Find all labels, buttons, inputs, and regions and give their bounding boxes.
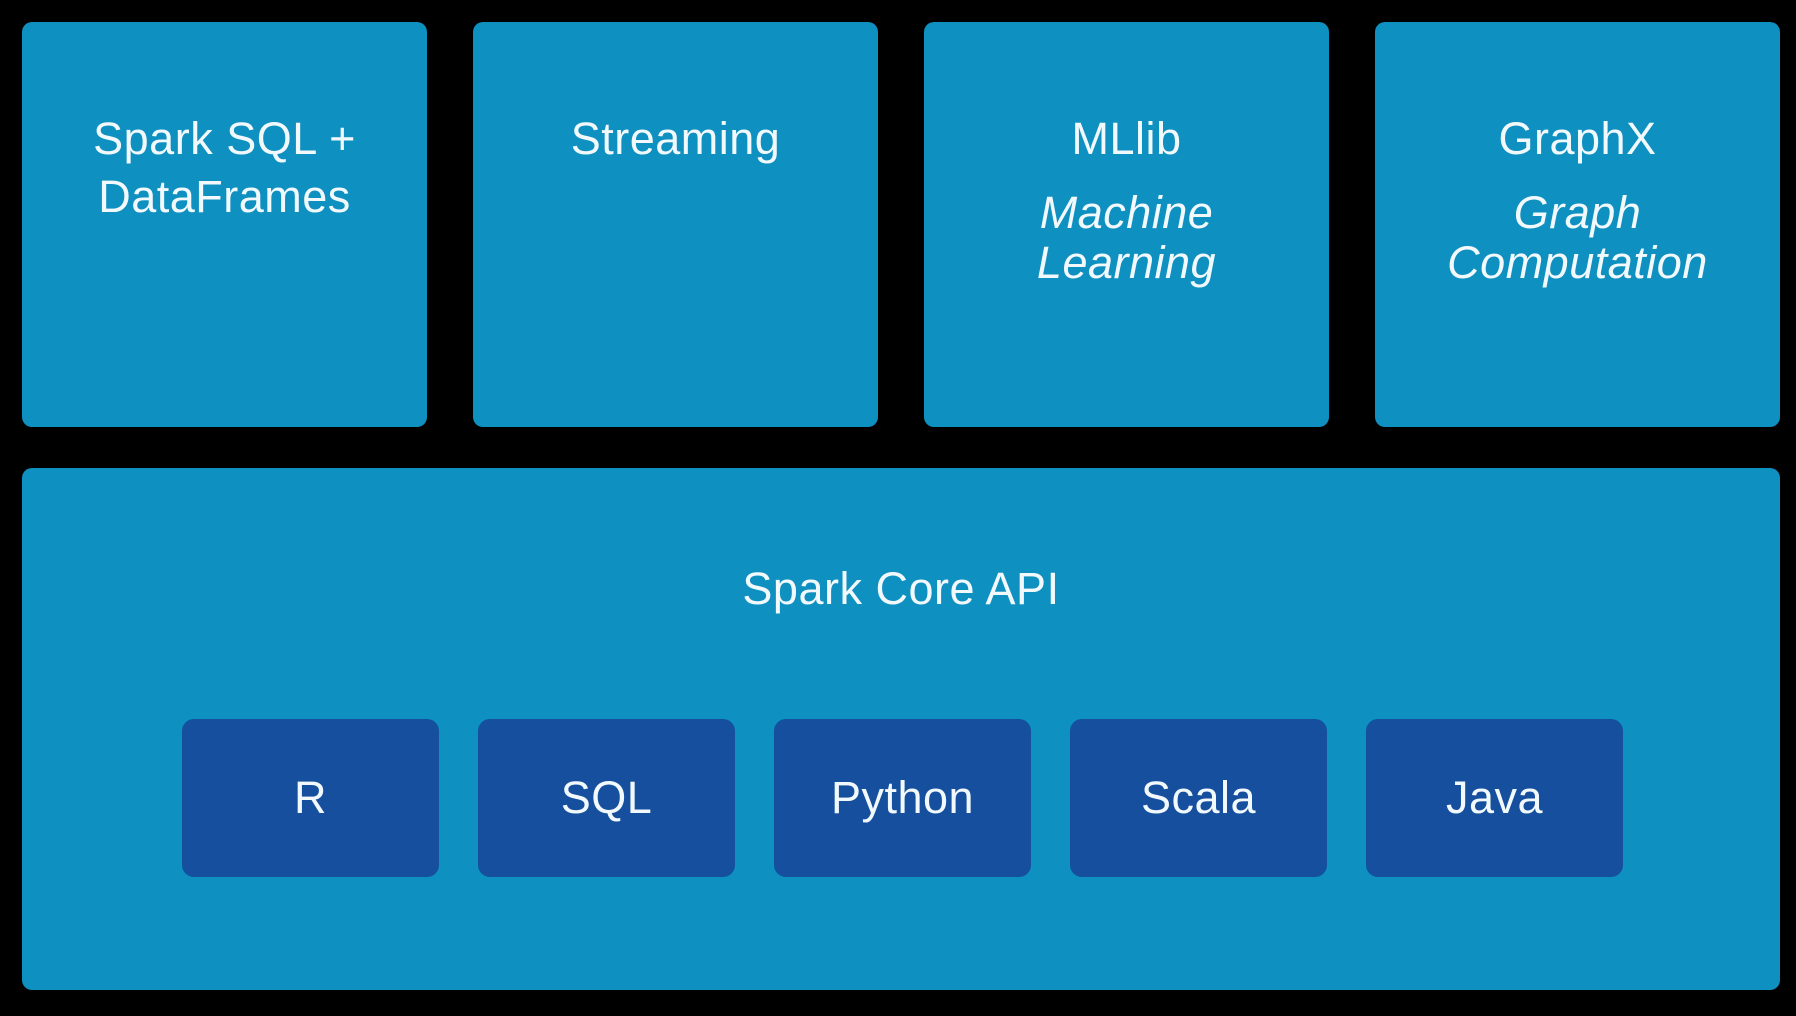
module-title: Streaming: [473, 110, 878, 168]
language-box-sql: SQL: [478, 719, 735, 877]
language-box-scala: Scala: [1070, 719, 1327, 877]
module-title: Spark SQL + DataFrames: [22, 110, 427, 226]
module-graphx: GraphX Graph Computation: [1375, 22, 1780, 427]
module-title-line: DataFrames: [98, 171, 351, 222]
module-title: MLlib: [924, 110, 1329, 168]
module-title-line: Streaming: [570, 113, 781, 164]
language-box-java: Java: [1366, 719, 1623, 877]
language-box-r: R: [182, 719, 439, 877]
module-subtitle: Machine Learning: [924, 188, 1329, 288]
language-row: R SQL Python Scala Java: [182, 719, 1623, 877]
spark-core-api-title: Spark Core API: [742, 563, 1060, 614]
module-subtitle-line: Learning: [1036, 237, 1217, 288]
module-subtitle: Graph Computation: [1375, 188, 1780, 288]
module-streaming: Streaming: [473, 22, 878, 427]
module-subtitle-line: Graph: [1513, 187, 1642, 238]
module-title-line: GraphX: [1498, 113, 1657, 164]
language-box-python: Python: [774, 719, 1031, 877]
module-row: Spark SQL + DataFrames Streaming MLlib M…: [22, 22, 1780, 427]
module-subtitle-line: Machine: [1039, 187, 1214, 238]
module-title: GraphX: [1375, 110, 1780, 168]
spark-core-api-box: Spark Core API R SQL Python Scala Java: [22, 468, 1780, 990]
module-mllib: MLlib Machine Learning: [924, 22, 1329, 427]
module-title-line: MLlib: [1071, 113, 1182, 164]
module-title-line: Spark SQL +: [93, 113, 356, 164]
module-spark-sql-dataframes: Spark SQL + DataFrames: [22, 22, 427, 427]
module-subtitle-line: Computation: [1447, 237, 1708, 288]
